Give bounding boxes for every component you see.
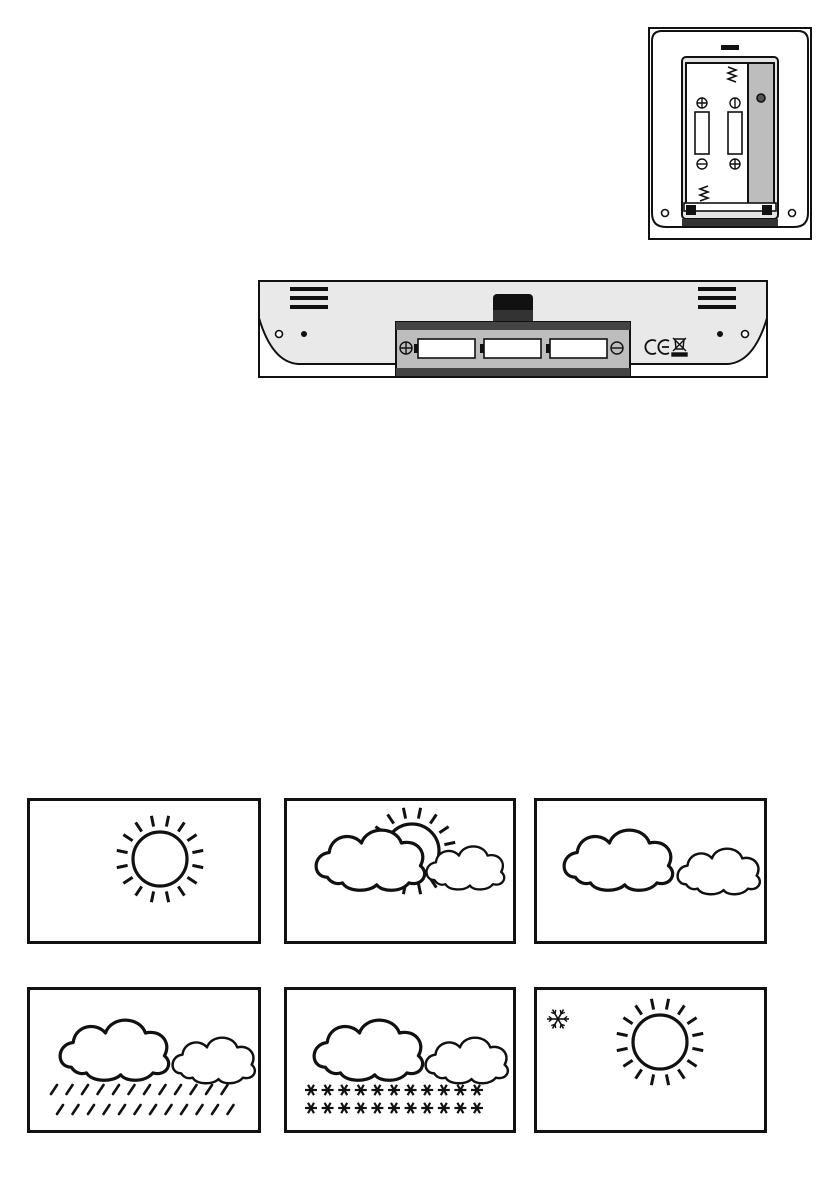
vent-slots-icon [698,287,736,309]
base-station-drawing [258,280,770,380]
forecast-panel-sunny [27,798,261,945]
forecast-panel-snowy [284,987,516,1134]
forecast-panel-frost-sunny [534,987,767,1134]
stand-tab-icon [493,294,533,324]
vent-slots-icon [290,287,328,309]
reset-button-icon [757,94,765,102]
remote-sensor-back-view [648,27,812,241]
forecast-panel-partly-cloudy [284,798,516,945]
forecast-panel-rainy [27,987,261,1134]
remote-sensor-drawing [648,27,812,241]
plus-terminal-icon [400,342,412,354]
battery-compartment-icon [686,63,748,205]
base-station-back-view [258,280,770,380]
forecast-panel-cloudy [534,798,767,945]
screw-hole-icon [789,210,796,217]
screw-hole-icon [662,210,669,217]
battery-tray-icon [396,322,630,376]
